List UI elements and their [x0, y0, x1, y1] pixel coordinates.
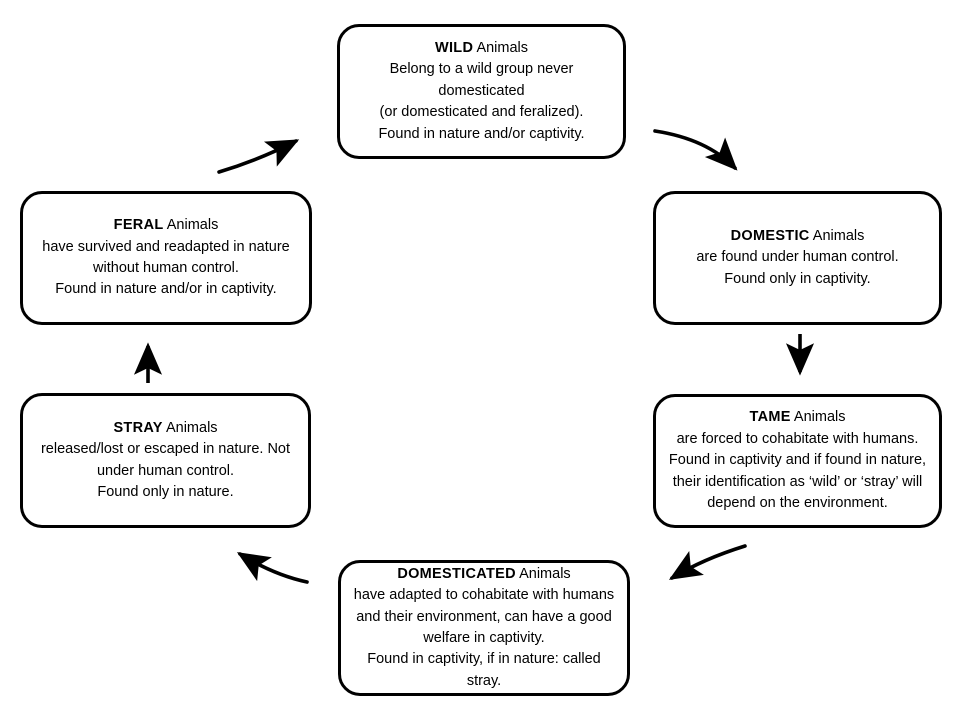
node-feral-title-suffix: Animals: [163, 217, 219, 234]
node-domesticated-body: have adapted to cohabitate with humans a…: [353, 587, 615, 689]
arrow-tame-to-domesticated: [668, 544, 747, 580]
node-feral[interactable]: FERAL Animals have survived and readapte…: [20, 191, 312, 325]
node-stray-body: released/lost or escaped in nature. Not …: [40, 441, 291, 500]
node-wild-body: Belong to a wild group never domesticate…: [378, 61, 585, 142]
node-domesticated-keyword: DOMESTICATED: [397, 565, 516, 582]
node-tame-keyword: TAME: [749, 409, 791, 426]
node-domesticated-title-suffix: Animals: [515, 565, 571, 582]
arrow-feral-to-wild: [217, 139, 300, 174]
node-stray-title-suffix: Animals: [162, 419, 218, 436]
arrow-wild-to-domestic: [653, 129, 738, 171]
node-stray-keyword: STRAY: [113, 419, 163, 436]
node-domestic-title: DOMESTIC Animals: [731, 226, 865, 247]
node-feral-keyword: FERAL: [113, 217, 164, 234]
node-feral-body: have survived and readapted in nature wi…: [42, 238, 290, 298]
node-stray-title: STRAY Animals: [113, 418, 217, 439]
node-stray[interactable]: STRAY Animals released/lost or escaped i…: [20, 393, 311, 528]
node-tame-body: are forced to cohabitate with humans. Fo…: [668, 430, 927, 512]
node-domestic[interactable]: DOMESTIC Animals are found under human c…: [653, 191, 942, 325]
arrow-domesticated-to-stray: [236, 552, 309, 584]
node-feral-title: FERAL Animals: [114, 215, 219, 236]
node-domestic-body: are found under human control. Found onl…: [696, 249, 899, 287]
node-tame-title: TAME Animals: [749, 407, 845, 428]
node-wild-title: WILD Animals: [435, 38, 528, 59]
node-tame[interactable]: TAME Animals are forced to cohabitate wi…: [653, 394, 942, 528]
node-wild-title-suffix: Animals: [473, 39, 529, 56]
node-domesticated[interactable]: DOMESTICATED Animals have adapted to coh…: [338, 560, 630, 696]
node-wild[interactable]: WILD Animals Belong to a wild group neve…: [337, 24, 626, 159]
node-domesticated-title: DOMESTICATED Animals: [397, 564, 570, 585]
node-domestic-keyword: DOMESTIC: [730, 227, 810, 244]
node-domestic-title-suffix: Animals: [809, 227, 865, 244]
node-tame-title-suffix: Animals: [790, 409, 846, 426]
node-wild-keyword: WILD: [434, 39, 474, 56]
